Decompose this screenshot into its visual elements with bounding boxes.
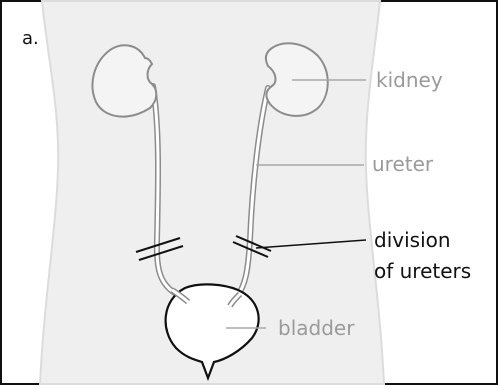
division-label-line2: of ureters <box>374 259 471 283</box>
kidney-label: kidney <box>376 68 443 92</box>
division-label-line1: division <box>374 228 451 252</box>
ureter-label: ureter <box>372 152 434 176</box>
panel-label: a. <box>22 28 39 49</box>
bladder-label: bladder <box>278 316 355 340</box>
